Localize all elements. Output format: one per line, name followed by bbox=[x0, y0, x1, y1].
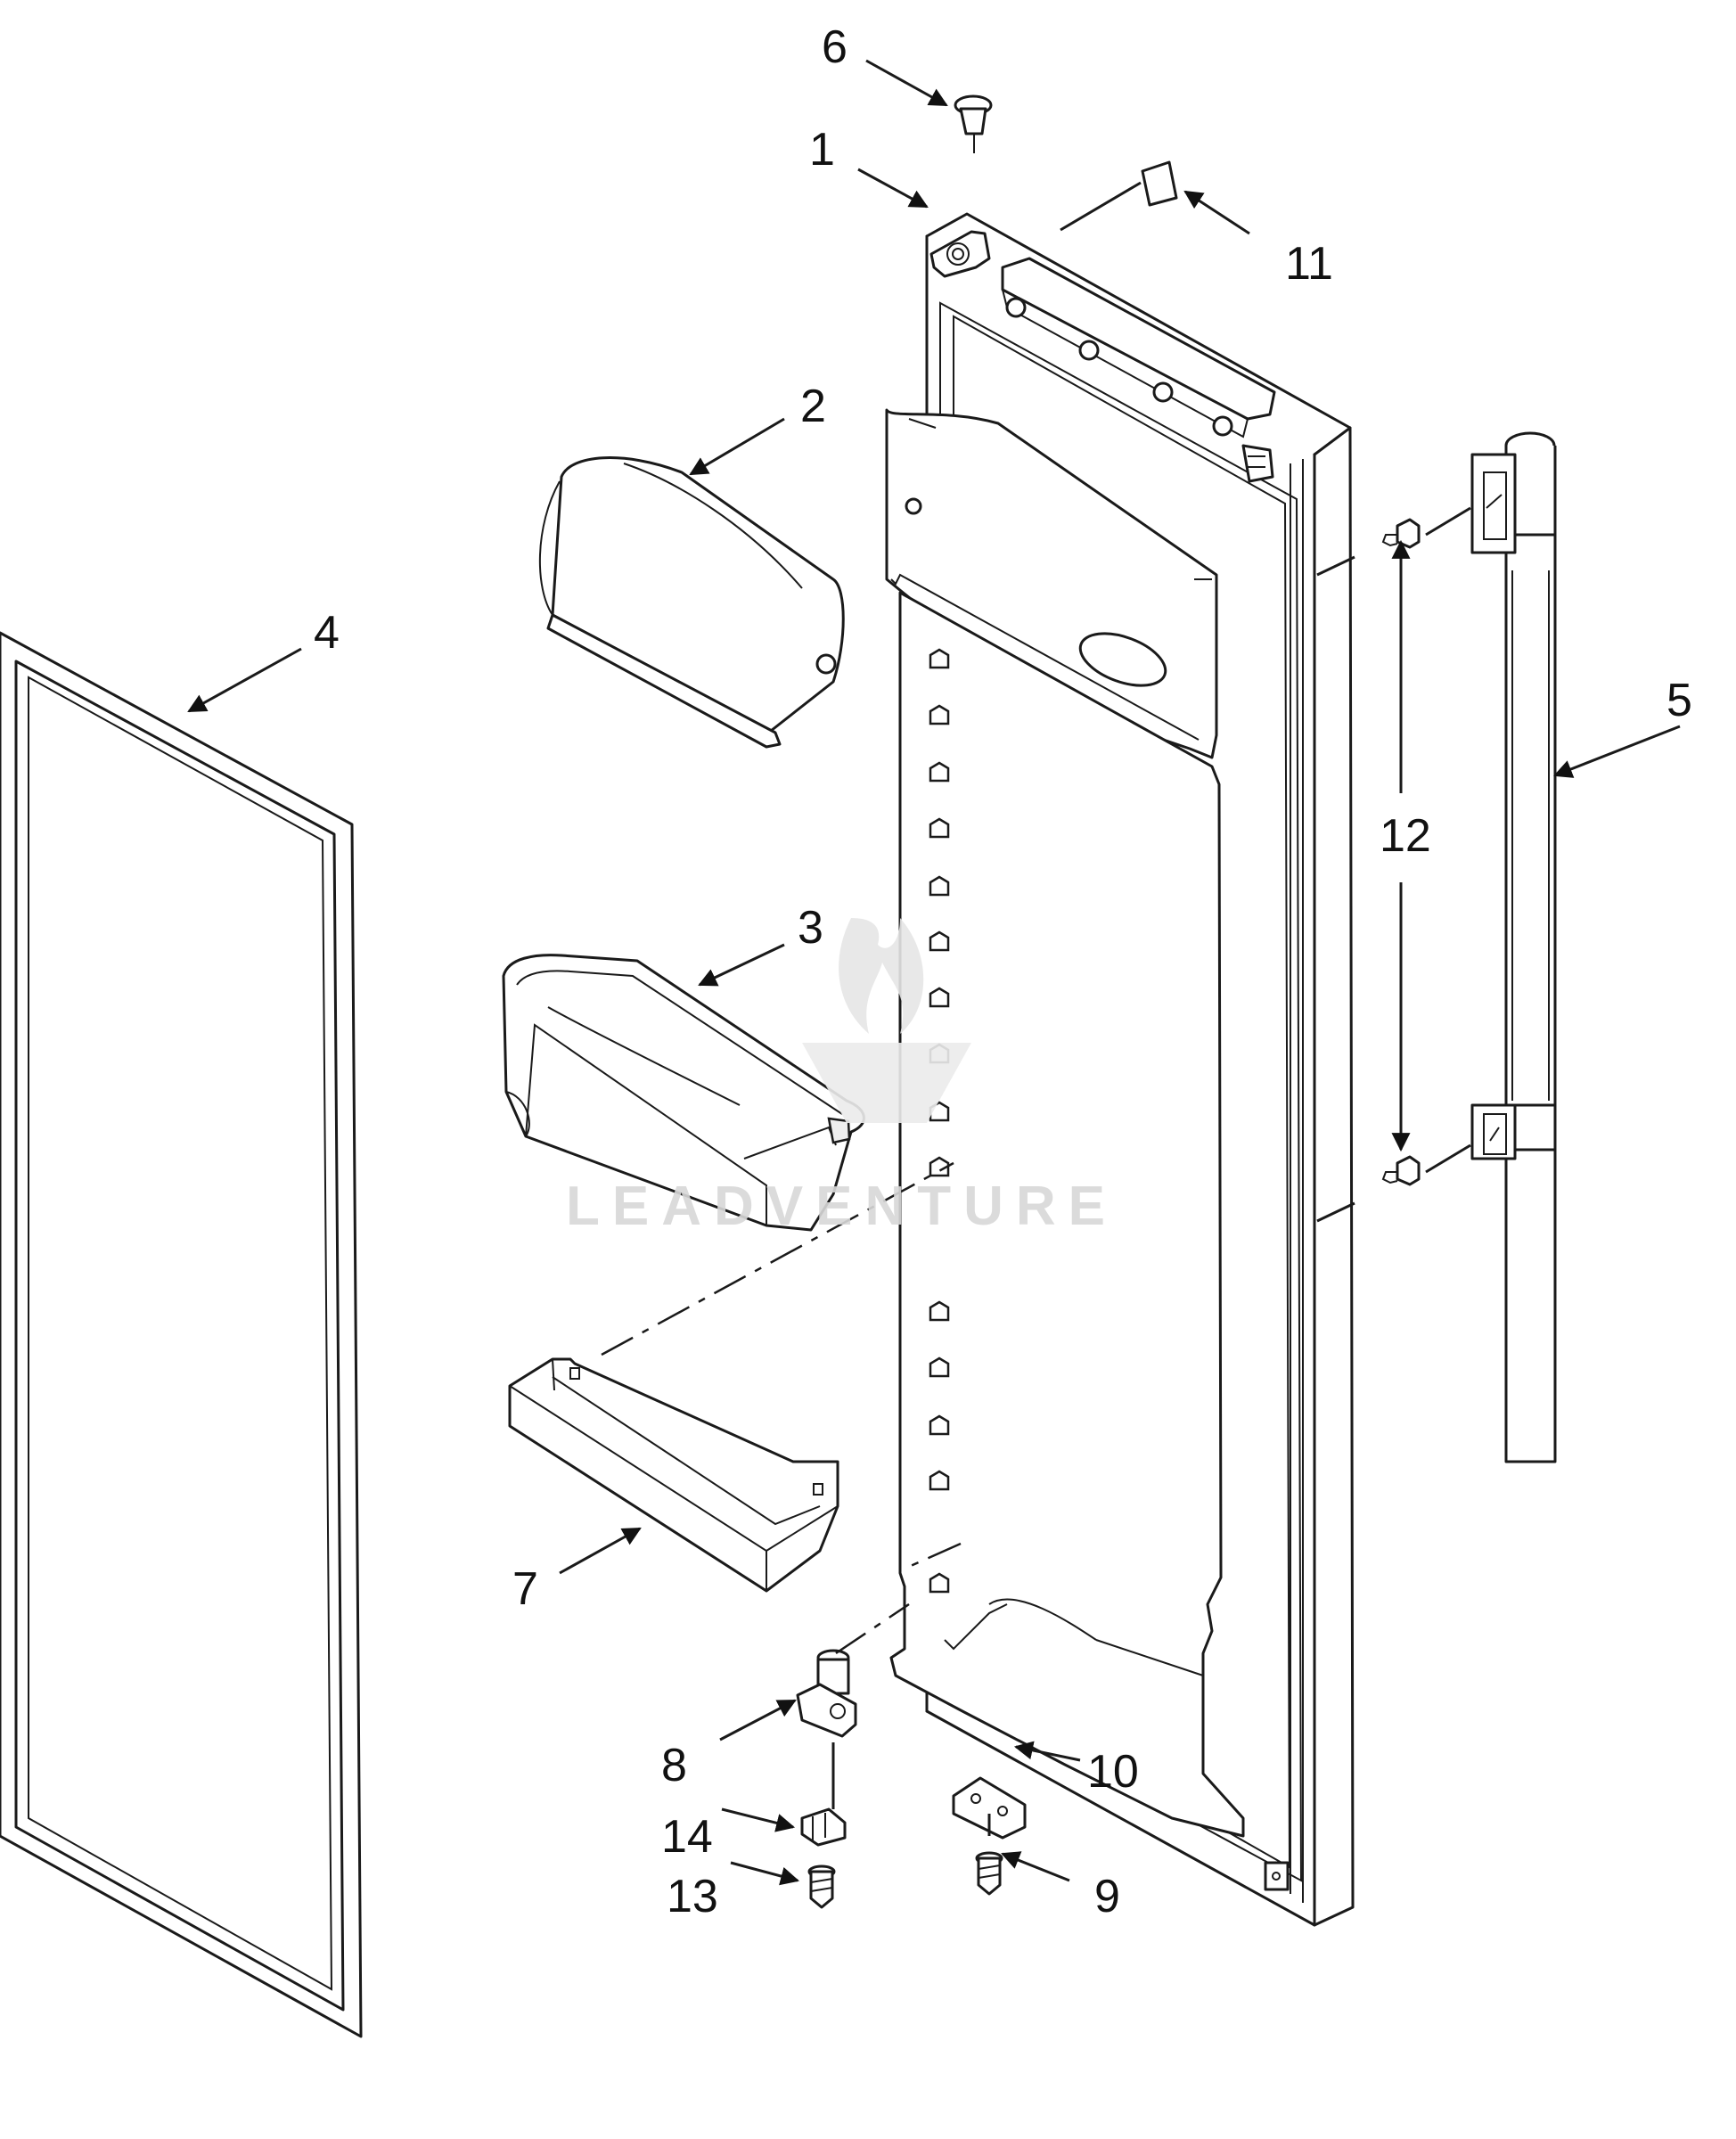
callout-14: 14 bbox=[661, 1811, 713, 1863]
callout-12: 12 bbox=[1380, 810, 1431, 862]
handle-studs bbox=[1381, 518, 1421, 1186]
callout-9: 9 bbox=[1094, 1871, 1120, 1922]
callout-1: 1 bbox=[809, 124, 835, 176]
callout-13: 13 bbox=[667, 1871, 718, 1922]
callout-3: 3 bbox=[798, 902, 823, 954]
callout-7: 7 bbox=[512, 1563, 538, 1615]
callout-2: 2 bbox=[800, 381, 826, 432]
plug-button bbox=[954, 94, 993, 153]
callout-arrows bbox=[187, 59, 1681, 1886]
callout-5: 5 bbox=[1666, 675, 1692, 726]
door-gasket bbox=[0, 631, 363, 2038]
shelf-bar bbox=[508, 1357, 839, 1593]
label-sticker bbox=[1141, 160, 1178, 207]
door-handle bbox=[1470, 431, 1557, 1463]
callout-8: 8 bbox=[661, 1740, 687, 1791]
dispenser-cover bbox=[538, 456, 845, 749]
watermark: LEADVENTURE bbox=[566, 918, 1118, 1237]
watermark-text: LEADVENTURE bbox=[566, 1176, 1118, 1237]
callout-4: 4 bbox=[314, 607, 340, 659]
lower-hinge-hardware bbox=[796, 1649, 1003, 1909]
callout-10: 10 bbox=[1087, 1746, 1139, 1798]
door-bin bbox=[502, 954, 865, 1232]
callout-6: 6 bbox=[822, 21, 848, 73]
callout-labels: 1 2 3 4 5 6 7 8 9 10 11 12 13 14 bbox=[314, 21, 1692, 1922]
callout-11: 11 bbox=[1285, 238, 1333, 290]
assembly-lines bbox=[601, 181, 1471, 1836]
door-assembly bbox=[885, 212, 1355, 1927]
